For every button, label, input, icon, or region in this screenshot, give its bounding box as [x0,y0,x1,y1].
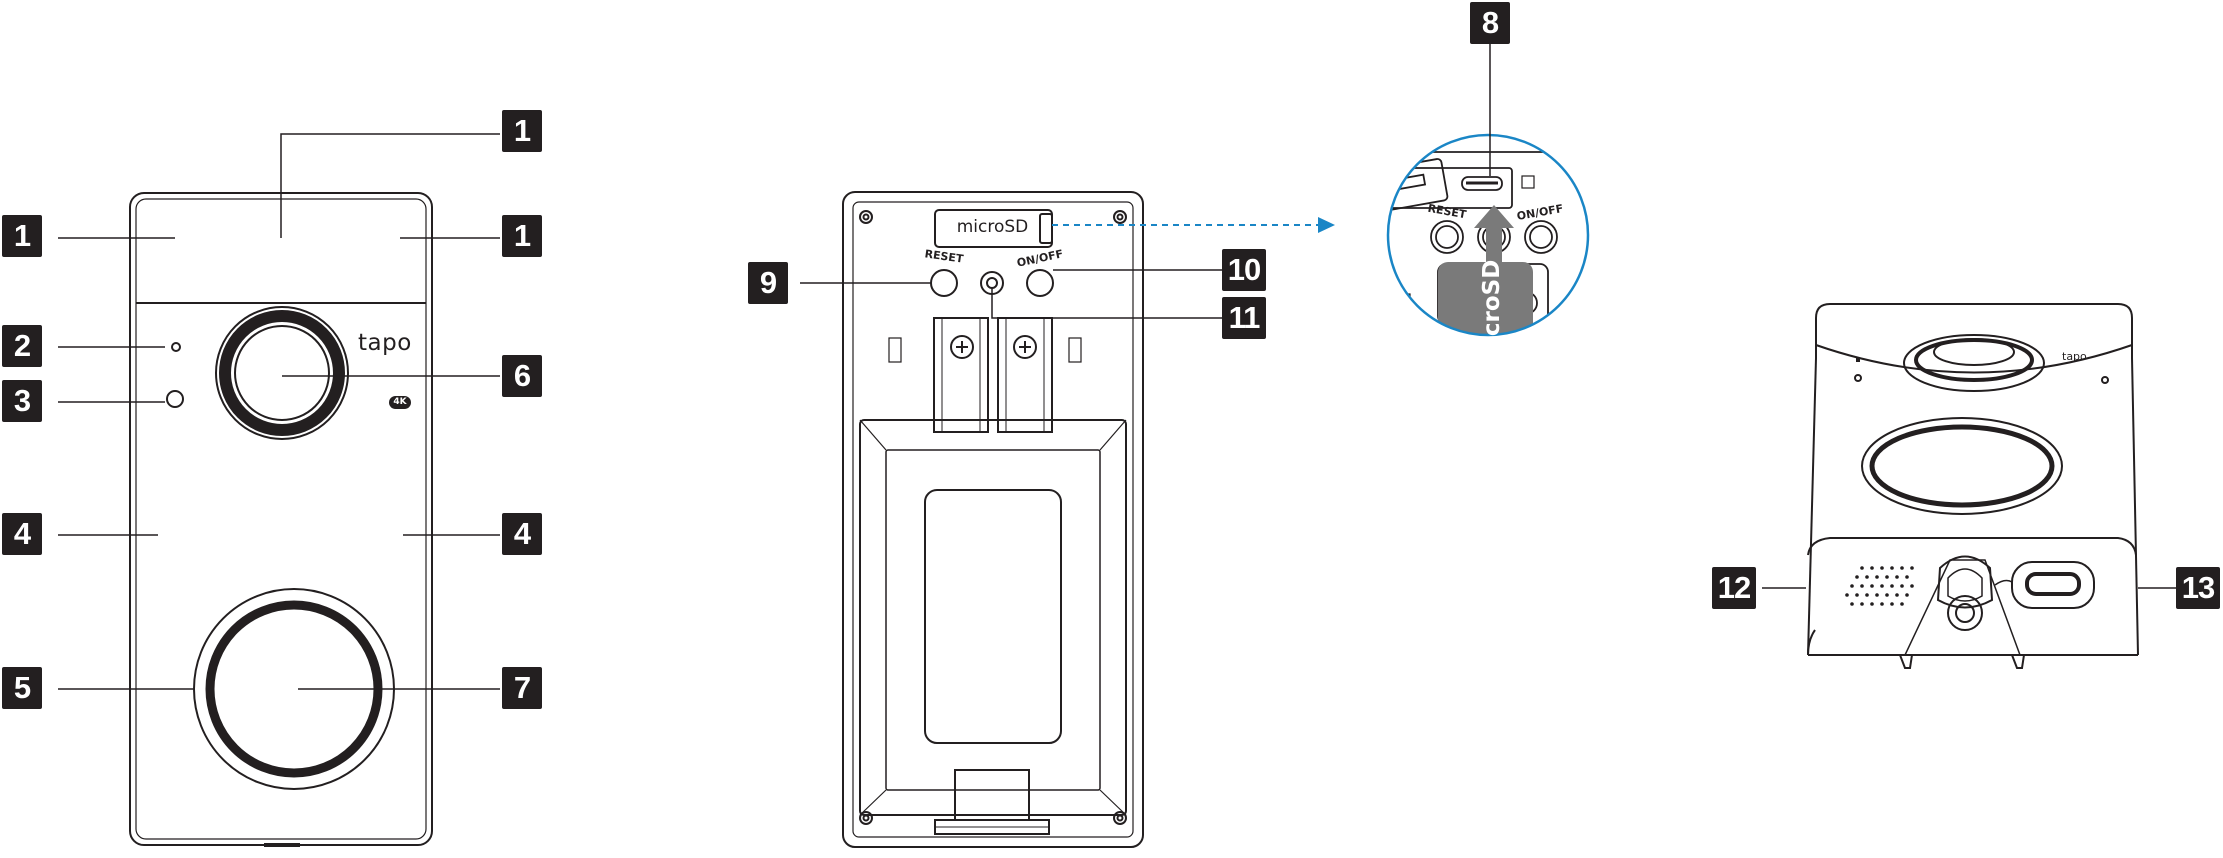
insert-arrow-icon [1474,205,1514,262]
callout-4-left: 4 [2,513,42,555]
callout-2: 2 [2,325,42,367]
callout-6: 6 [502,355,542,397]
microsd-zoom-view [1386,133,1590,337]
callout-1-right: 1 [502,215,542,257]
camera-lens-outer [215,306,349,440]
bottom-view [1807,303,2139,669]
camera-lens-ring [219,310,345,436]
front-view [129,192,433,847]
callout-1-left: 1 [2,215,42,257]
callout-5: 5 [2,667,42,709]
callout-11: 11 [1222,297,1266,339]
callout-8: 8 [1470,2,1510,44]
light-sensor [166,390,184,408]
callout-7: 7 [502,667,542,709]
reset-button [930,269,958,297]
resolution-badge: 4K [393,397,407,407]
side-brand-logo: tapo [2062,350,2087,363]
front-brand-logo: tapo [358,330,412,356]
callout-10: 10 [1222,249,1266,291]
callout-3: 3 [2,380,42,422]
speaker-grille [1845,566,1914,606]
zoom-ring [1386,133,1590,337]
callout-13: 13 [2176,567,2220,609]
back-view [842,191,1144,848]
callout-9: 9 [748,262,788,304]
back-leader-lines [800,269,1222,319]
indicator-led [171,342,181,352]
zoom-arrow [1052,217,1335,233]
microsd-slot-label: microSD [956,217,1029,237]
front-leader-lines [58,133,500,690]
camera-lens [234,325,330,421]
onoff-button [1026,269,1054,297]
mic-hole [986,277,998,289]
callout-1-top: 1 [502,110,542,152]
callout-12: 12 [1712,567,1756,609]
microsd-card-label: microSD [1479,259,1505,368]
microsd-card [1438,262,1533,335]
callout-4-right: 4 [502,513,542,555]
